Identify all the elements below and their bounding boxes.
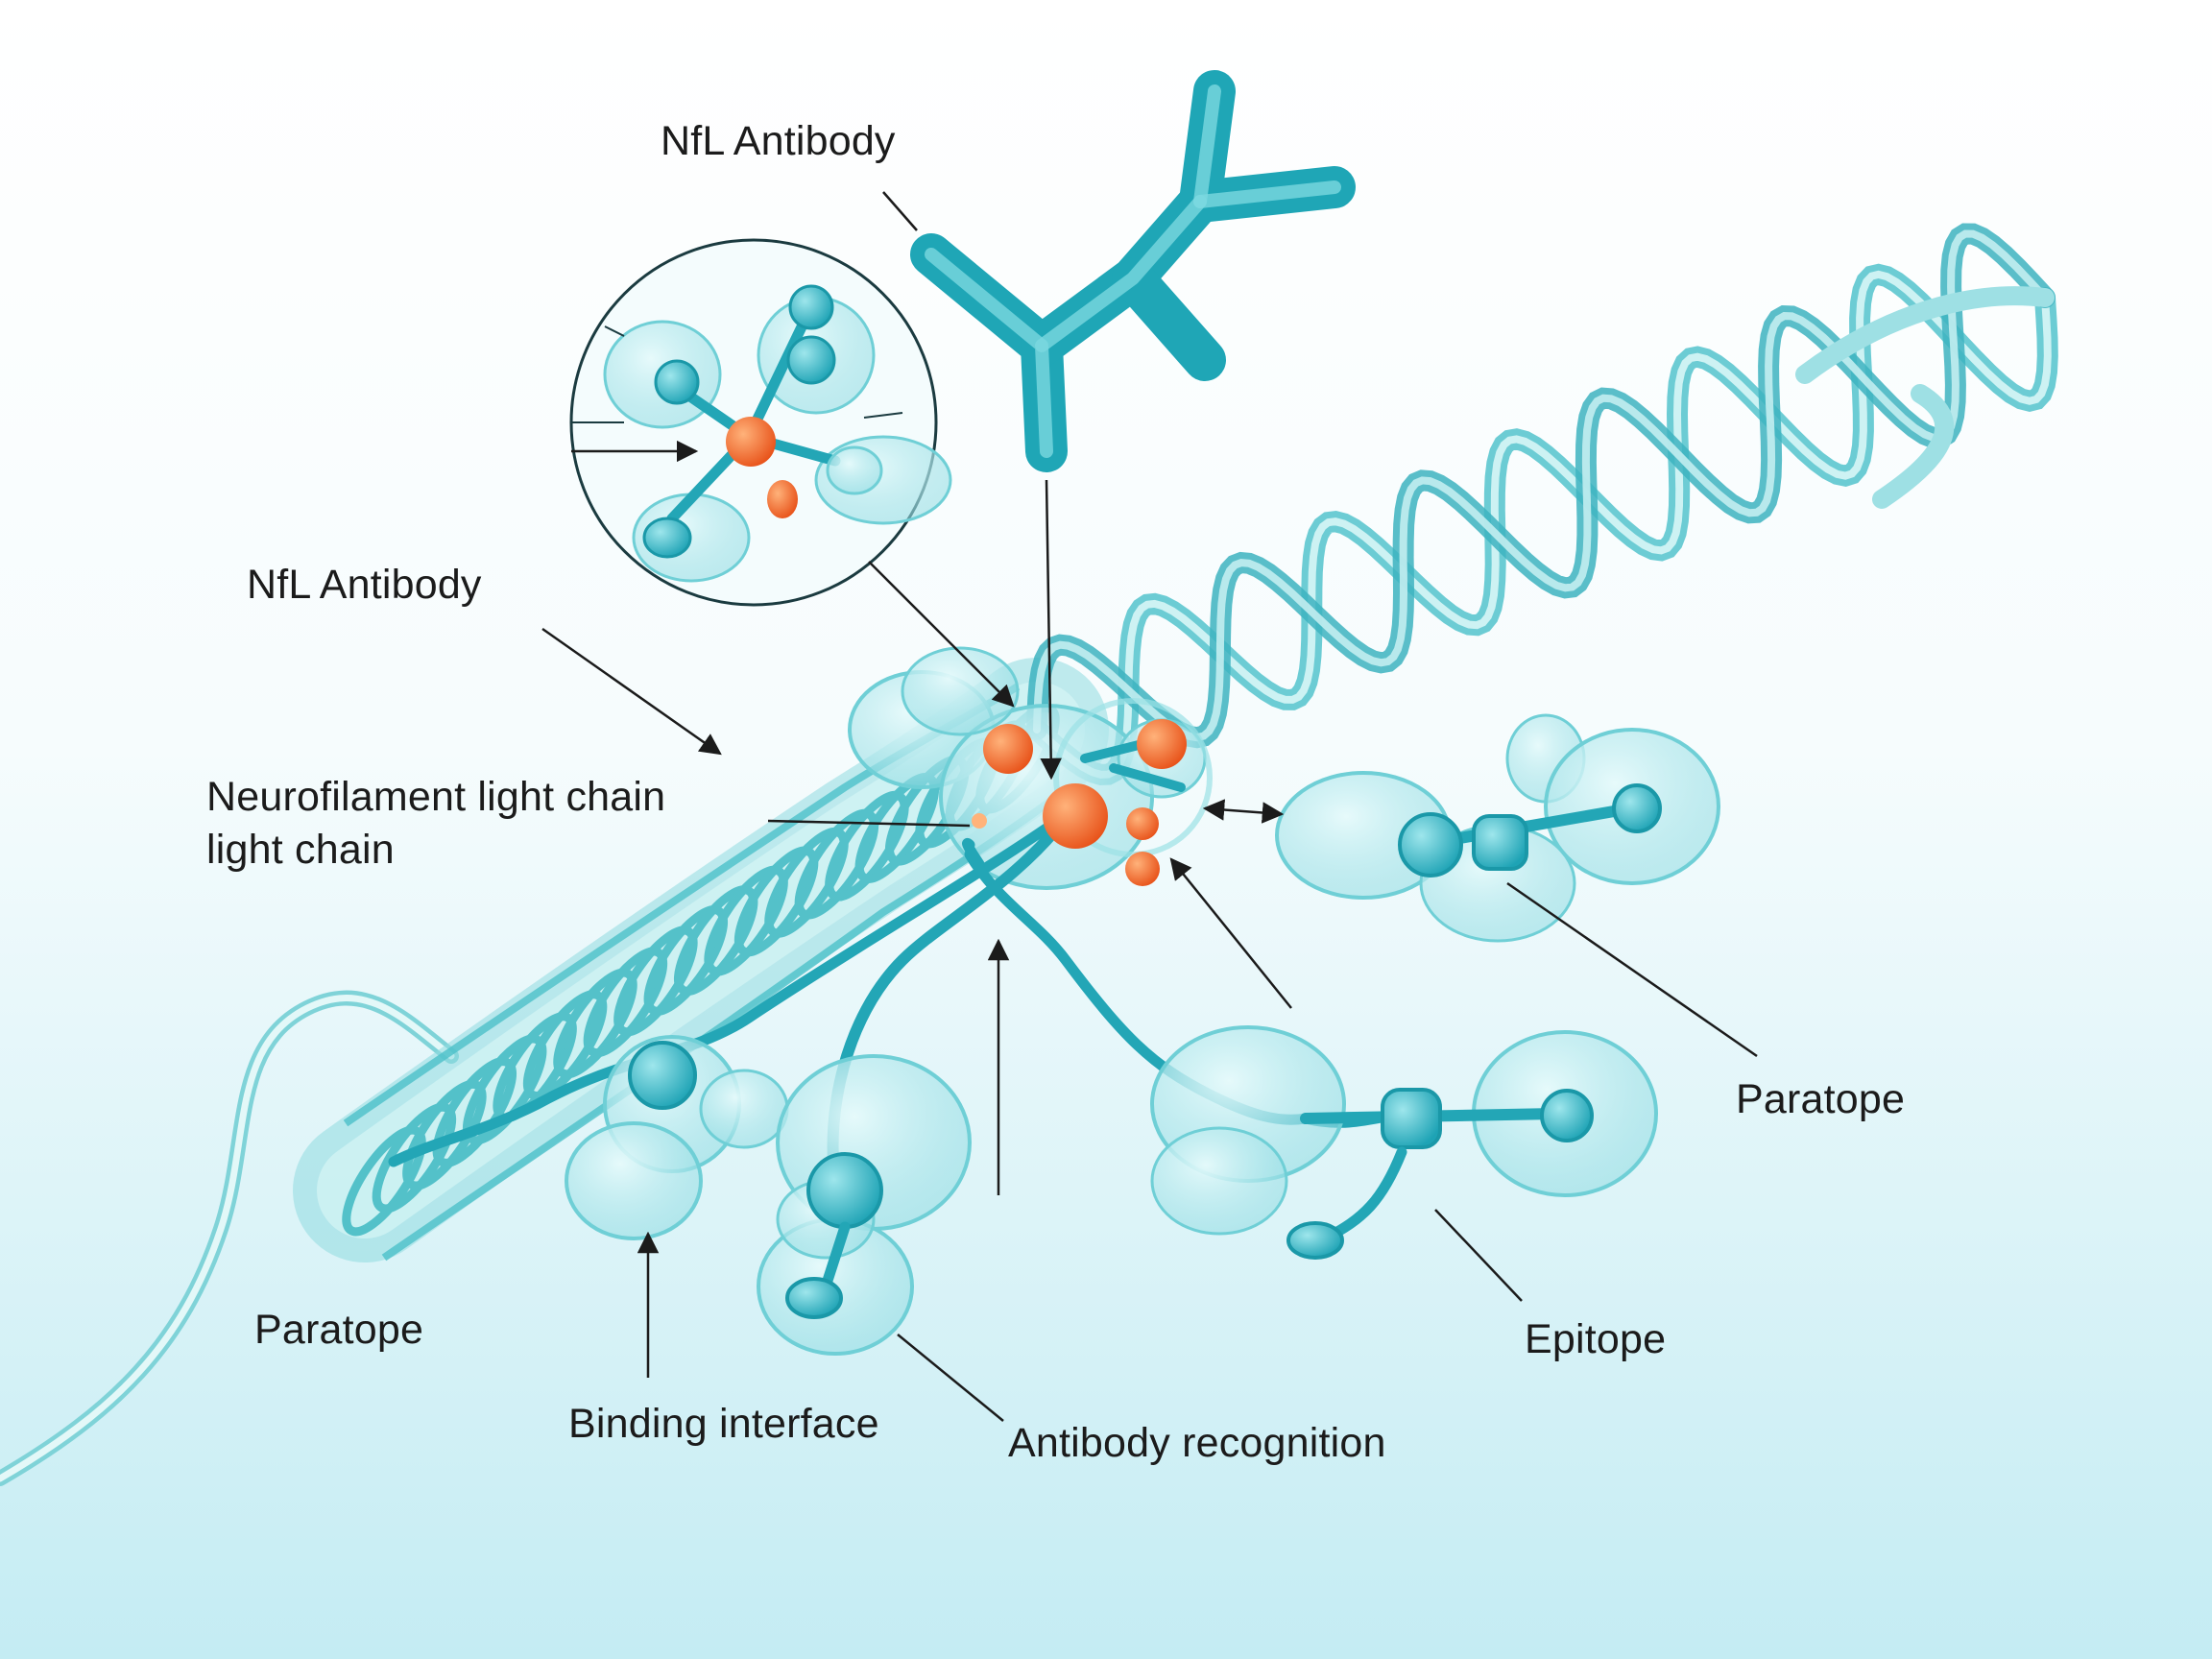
label-paratope-right: Paratope: [1736, 1076, 1906, 1122]
label-light-chain: light chain: [206, 827, 395, 873]
label-neurofilament-light-chain: Neurofilament light chain: [206, 774, 666, 820]
zoom-inset: [569, 238, 952, 607]
coil-rib: [704, 865, 788, 976]
label-nfl-antibody-left: NfL Antibody: [247, 562, 482, 608]
antibody-lower-right: [1150, 1025, 1658, 1260]
paratope-blob-left: [565, 1035, 789, 1240]
coil-rib: [553, 968, 637, 1079]
label-nfl-antibody-top: NfL Antibody: [661, 118, 896, 164]
nfl-antibody-y-shape: [910, 70, 1356, 472]
coil-rib: [613, 926, 698, 1037]
coil-rib: [522, 990, 608, 1100]
label-antibody-recognition: Antibody recognition: [1008, 1420, 1386, 1466]
label-epitope: Epitope: [1525, 1316, 1667, 1362]
double-helix: [1026, 223, 2058, 785]
epitope-atoms: [972, 719, 1187, 886]
antibody-blob-center: [757, 1054, 972, 1356]
antibody-right: [1275, 713, 1720, 943]
label-paratope-left: Paratope: [254, 1307, 424, 1353]
coil-rib: [674, 885, 758, 996]
coil-rib: [463, 1034, 547, 1145]
coil-rib: [643, 905, 728, 1016]
coil-rib: [583, 947, 668, 1058]
protein-tail-strand: [0, 990, 459, 1486]
label-binding-interface: Binding interface: [568, 1401, 879, 1447]
leader-lines: [541, 191, 1758, 1422]
coil-rib: [733, 846, 819, 957]
